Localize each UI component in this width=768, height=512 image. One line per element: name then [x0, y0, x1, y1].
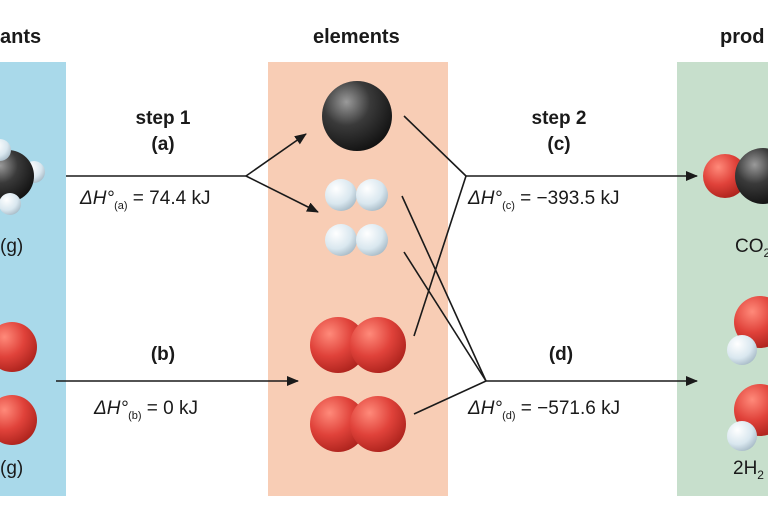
enthalpy-a: ΔH°(a) = 74.4 kJ	[80, 188, 211, 212]
methane-state-caption: (g)	[0, 236, 24, 257]
step1-label: step 1 (a)	[120, 106, 206, 158]
step2-letter: (c)	[547, 134, 571, 155]
step-d-label: (d)	[548, 344, 574, 365]
water-caption: 2H2	[733, 458, 764, 482]
line-d-from-oxygen	[413, 380, 487, 415]
step1-title: step 1	[135, 108, 191, 129]
reactant-oxygen-atom	[0, 322, 37, 372]
step-b-label: (b)	[150, 344, 176, 365]
line-c-from-carbon	[403, 115, 467, 177]
elements-header: elements	[313, 26, 400, 48]
enthalpy-d: ΔH°(d) = −571.6 kJ	[468, 398, 621, 422]
enthalpy-b: ΔH°(b) = 0 kJ	[94, 398, 199, 422]
line-d-from-h2-bottom	[403, 251, 487, 382]
oxygen-molecule-bottom	[310, 396, 406, 452]
step2-label: step 2 (c)	[516, 106, 602, 158]
arrow-a-to-carbon	[245, 133, 307, 177]
carbon-atom	[322, 81, 392, 151]
water-molecule-bottom	[727, 384, 768, 451]
arrow-a-to-hydrogen	[245, 175, 319, 213]
step1-letter: (a)	[151, 134, 175, 155]
co2-caption: CO2	[735, 236, 768, 260]
hydrogen-molecule-top	[325, 179, 388, 211]
step2-title: step 2	[531, 108, 587, 129]
oxygen-state-caption: (g)	[0, 458, 24, 479]
products-header: prod	[720, 26, 765, 48]
water-molecule-top	[727, 296, 768, 365]
enthalpy-c: ΔH°(c) = −393.5 kJ	[468, 188, 620, 212]
reactants-header: ants	[0, 26, 42, 48]
methane-molecule	[0, 139, 45, 215]
co2-molecule	[703, 148, 768, 204]
reactant-oxygen-atom	[0, 395, 37, 445]
hydrogen-molecule-bottom	[325, 224, 388, 256]
line-c-from-oxygen	[413, 175, 467, 337]
line-d-from-h2-top	[401, 195, 487, 382]
oxygen-molecule-top	[310, 317, 406, 373]
